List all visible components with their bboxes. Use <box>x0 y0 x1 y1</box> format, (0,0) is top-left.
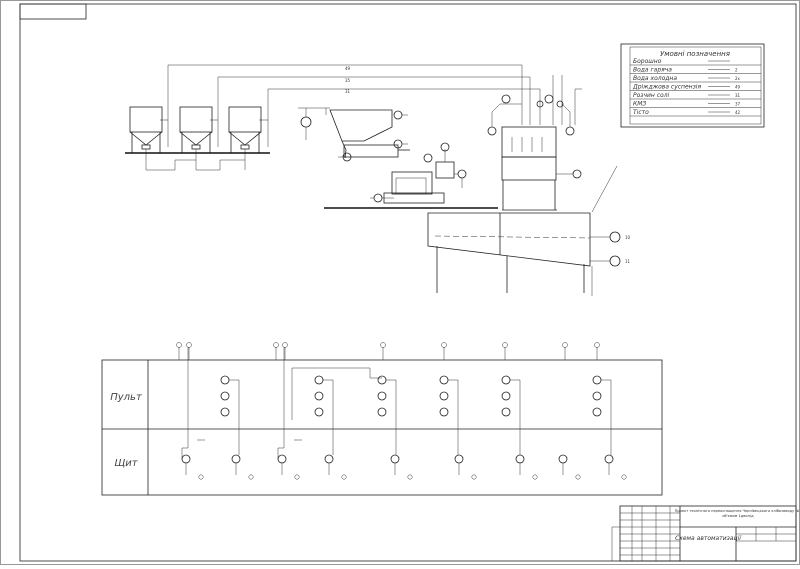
signal-route <box>277 347 285 459</box>
board-terminal <box>575 474 581 480</box>
signal-terminal <box>502 342 508 348</box>
title-block-drawing: Схема автоматизації <box>675 535 742 542</box>
board-instrument <box>181 454 191 464</box>
legend-item-label: Вода гаряча <box>633 67 672 74</box>
signal-terminal <box>594 342 600 348</box>
board-terminal <box>248 474 254 480</box>
panel-instrument <box>377 407 387 417</box>
legend-item-label: Дріжджова суспензія <box>632 84 701 91</box>
svg-text:35: 35 <box>345 78 351 83</box>
signal-route <box>291 367 382 420</box>
legend-item-label: Борошно <box>633 58 662 65</box>
hopper-3 <box>228 106 262 170</box>
panel-instrument <box>592 407 602 417</box>
board-terminal <box>341 474 347 480</box>
board-instrument <box>515 454 525 464</box>
legend-title: Умовні позначення <box>660 50 730 58</box>
drawing-frame <box>19 3 797 562</box>
board-terminal <box>471 474 477 480</box>
signal-terminal <box>562 342 568 348</box>
legend-item-code: 49 <box>735 85 741 90</box>
panel-instrument <box>592 375 602 385</box>
board-instrument <box>390 454 400 464</box>
legend-row: Тісто 42 <box>630 109 761 117</box>
legend-item-code: 31 <box>735 93 741 98</box>
signal-terminal <box>282 342 288 348</box>
title-block: Проект технічного переоснащення Чернівец… <box>611 505 800 562</box>
panel-instrument <box>220 375 230 385</box>
panel-instrument <box>314 391 324 401</box>
svg-text:31: 31 <box>345 89 351 94</box>
hopper-2 <box>179 106 213 170</box>
stamp-box <box>19 3 87 20</box>
zone-label-board: Щит <box>114 458 138 469</box>
panel-instrument <box>314 407 324 417</box>
legend-row: Розчин солі 31 <box>630 92 761 100</box>
board-instrument <box>558 454 568 464</box>
panel-instrument <box>314 375 324 385</box>
panel-instrument <box>501 407 511 417</box>
pipeline-lines: 49 35 31 <box>167 64 582 147</box>
board-instrument <box>454 454 464 464</box>
signal-terminal <box>380 342 386 348</box>
signal-terminal <box>441 342 447 348</box>
board-terminal <box>407 474 413 480</box>
legend-row: Вода холодна 2х <box>630 75 761 83</box>
legend-item-label: Тісто <box>633 109 649 116</box>
panel-instrument <box>501 391 511 401</box>
signal-terminal <box>273 342 279 348</box>
feed-line <box>298 107 330 140</box>
signal-route <box>181 347 189 459</box>
board-instrument <box>324 454 334 464</box>
automation-table: Пульт Щит <box>101 342 663 496</box>
mixing-machine <box>324 109 498 209</box>
board-instrument <box>277 454 287 464</box>
board-instrument <box>231 454 241 464</box>
legend-item-code: 2 <box>735 68 738 73</box>
hopper-1 <box>129 106 163 170</box>
board-terminal <box>532 474 538 480</box>
legend-item-code: 2х <box>735 76 741 81</box>
panel-instrument <box>377 391 387 401</box>
signal-terminal <box>176 342 182 348</box>
proofing-conveyor: 10 11 <box>427 212 631 296</box>
zone-label-panel: Пульт <box>110 392 143 403</box>
title-block-project: Проект технічного переоснащення Чернівец… <box>675 509 800 518</box>
panel-instrument <box>377 375 387 385</box>
panel-instrument <box>220 407 230 417</box>
legend-row: Вода гаряча 2 <box>630 67 761 74</box>
svg-text:10: 10 <box>625 235 631 240</box>
panel-instrument <box>501 375 511 385</box>
legend-item-label: Розчин солі <box>633 92 670 99</box>
legend-row: Дріжджова суспензія 49 <box>630 84 761 91</box>
legend-item-label: КМЗ <box>633 101 646 108</box>
signal-terminal <box>186 342 192 348</box>
panel-instrument <box>439 407 449 417</box>
board-terminal <box>294 474 300 480</box>
legend-item-label: Вода холодна <box>633 75 677 82</box>
legend-row: КМЗ 37 <box>630 101 761 108</box>
board-terminal <box>198 474 204 480</box>
dough-divider <box>487 94 618 213</box>
legend-item-code: 37 <box>735 102 741 107</box>
svg-text:49: 49 <box>345 66 351 71</box>
panel-instrument <box>592 391 602 401</box>
dough-hoppers <box>125 106 270 171</box>
panel-instrument <box>439 375 449 385</box>
board-terminal <box>621 474 627 480</box>
legend-item-code: 42 <box>735 110 741 115</box>
svg-text:11: 11 <box>625 259 631 264</box>
panel-instrument <box>439 391 449 401</box>
legend-row: Борошно <box>630 58 761 66</box>
panel-instrument <box>220 391 230 401</box>
board-instrument <box>604 454 614 464</box>
